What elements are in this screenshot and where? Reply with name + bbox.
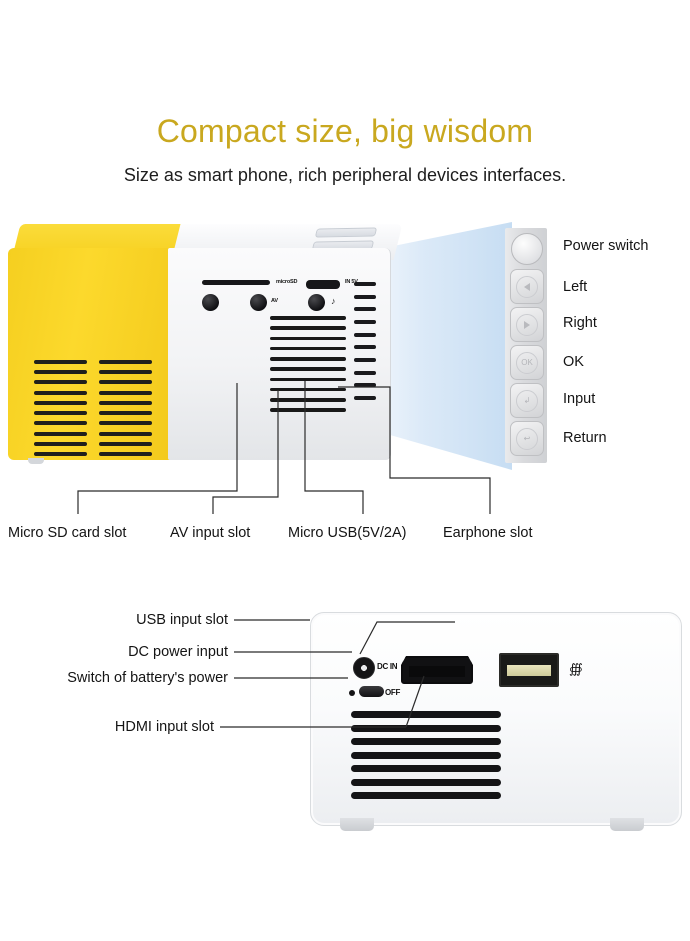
off-marking: OFF bbox=[385, 688, 401, 697]
callout-hdmi-input-slot: HDMI input slot bbox=[114, 719, 214, 735]
dc-power-jack bbox=[353, 657, 375, 679]
top-projector-unit: microSD AV IN 5V ♪ bbox=[8, 224, 408, 464]
label-power-switch: Power switch bbox=[563, 238, 649, 254]
in5v-port-marking: IN 5V bbox=[345, 279, 358, 285]
input-arrow-icon: ↲ bbox=[516, 389, 538, 412]
projector-yellow-side-panel bbox=[8, 248, 176, 460]
usb-trident-icon: ∰ bbox=[569, 661, 583, 676]
battery-power-switch[interactable] bbox=[359, 686, 384, 697]
lens-focus-dial bbox=[202, 294, 219, 311]
label-left: Left bbox=[563, 279, 588, 295]
rear-foot-right bbox=[610, 818, 644, 831]
callout-micro-sd-card-slot: Micro SD card slot bbox=[8, 525, 127, 541]
callout-av-input-slot: AV input slot bbox=[170, 525, 251, 541]
microsd-port-marking: microSD bbox=[276, 279, 298, 285]
hdmi-port-inner bbox=[409, 666, 465, 677]
earphone-port bbox=[308, 294, 325, 311]
projection-beam bbox=[352, 222, 512, 470]
label-return: Return bbox=[563, 430, 607, 446]
side-vent-grille bbox=[34, 360, 152, 456]
switch-indicator-dot bbox=[349, 690, 355, 696]
ok-button[interactable]: OK bbox=[510, 345, 544, 380]
ok-icon: OK bbox=[516, 351, 538, 374]
micro-usb-port bbox=[306, 280, 340, 289]
rear-vent-grille bbox=[351, 711, 501, 799]
projector-port-face: microSD AV IN 5V ♪ bbox=[188, 279, 388, 460]
dc-in-marking: DC IN bbox=[377, 662, 398, 671]
callout-dc-power-input: DC power input bbox=[128, 644, 228, 660]
page-title: Compact size, big wisdom bbox=[156, 113, 534, 149]
micro-sd-slot-port bbox=[202, 280, 270, 285]
headphone-icon: ♪ bbox=[331, 296, 336, 306]
projector-rear-body: DC IN OFF ∰ bbox=[310, 612, 682, 826]
input-button[interactable]: ↲ bbox=[510, 383, 544, 418]
av-input-port bbox=[250, 294, 267, 311]
callout-micro-usb: Micro USB(5V/2A) bbox=[288, 525, 407, 541]
callout-battery-switch: Switch of battery's power bbox=[67, 670, 228, 686]
rear-foot-left bbox=[340, 818, 374, 831]
front-vent-grille bbox=[270, 316, 346, 412]
usb-port-inner bbox=[507, 664, 551, 676]
page-subtitle: Size as smart phone, rich peripheral dev… bbox=[123, 165, 567, 185]
left-button[interactable] bbox=[510, 269, 544, 304]
triangle-right-icon bbox=[516, 313, 538, 336]
hdmi-port bbox=[401, 656, 473, 684]
triangle-left-icon bbox=[516, 275, 538, 298]
callout-earphone-slot: Earphone slot bbox=[443, 525, 533, 541]
return-button[interactable]: ↩ bbox=[510, 421, 544, 456]
label-input: Input bbox=[563, 391, 596, 407]
projector-foot-left bbox=[28, 458, 44, 464]
power-round-button[interactable] bbox=[511, 233, 543, 265]
callout-usb-input-slot: USB input slot bbox=[136, 612, 228, 628]
return-arrow-icon: ↩ bbox=[516, 427, 538, 450]
bottom-projector-unit: DC IN OFF ∰ bbox=[310, 612, 682, 842]
right-button[interactable] bbox=[510, 307, 544, 342]
control-panel-callout: OK ↲ ↩ bbox=[505, 228, 547, 463]
label-ok: OK bbox=[563, 354, 584, 370]
label-right: Right bbox=[563, 315, 597, 331]
av-port-marking: AV bbox=[271, 298, 278, 304]
right-vent-grille bbox=[354, 282, 376, 400]
usb-a-port bbox=[499, 653, 559, 687]
